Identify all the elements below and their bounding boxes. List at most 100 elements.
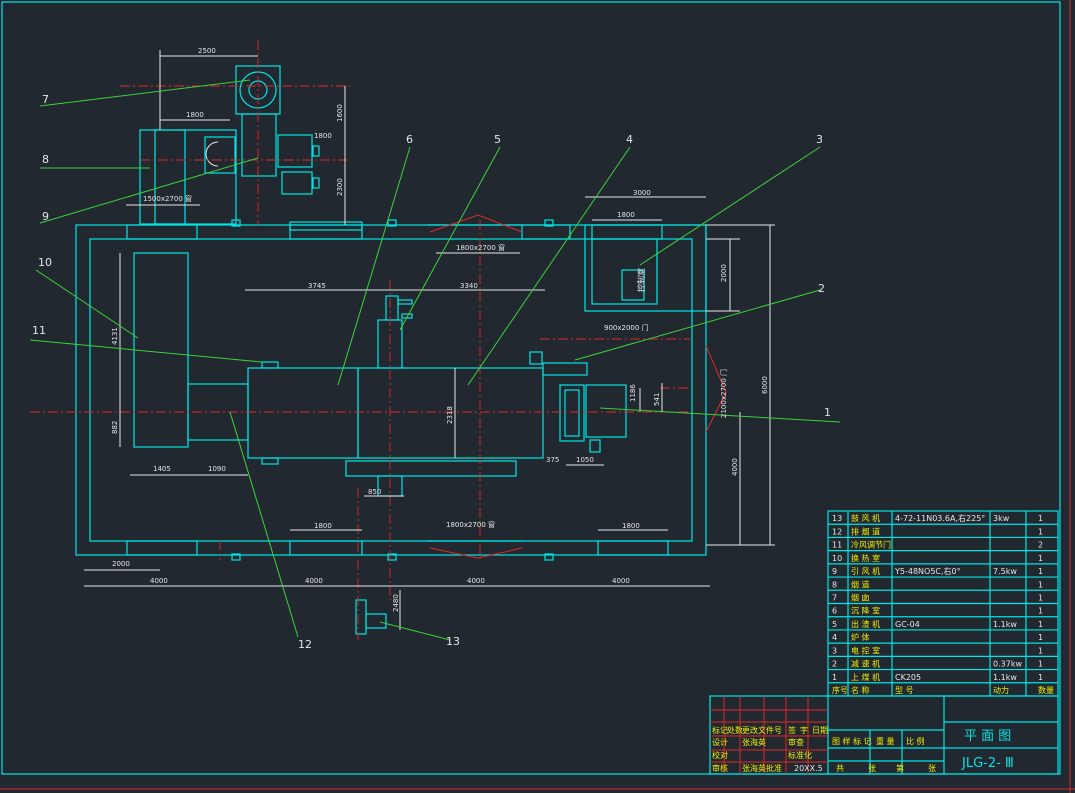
callout-9: 9 [42, 210, 49, 223]
dim-882: 882 [111, 421, 119, 434]
callout-13: 13 [446, 635, 460, 648]
dim-375: 375 [546, 456, 559, 464]
parts-header-name: 名 称 [851, 685, 870, 695]
parts-row-10-qty: 1 [1038, 554, 1043, 563]
parts-row-5-power: 1.1kw [993, 620, 1017, 629]
dim-1800-d: 1800 [314, 522, 332, 530]
dim-1090: 1090 [208, 465, 226, 473]
parts-row-11-qty: 2 [1038, 541, 1043, 550]
tb-r1-2: 更改文件号 [742, 725, 782, 735]
parts-row-11-no: 11 [832, 541, 842, 550]
parts-row-12-no: 12 [832, 527, 842, 536]
parts-row-6-name: 沉 降 室 [851, 606, 880, 616]
dim-1800-a: 1800 [186, 111, 204, 119]
parts-row-5-spec: GC-04 [895, 620, 920, 629]
parts-row-1-qty: 1 [1038, 673, 1043, 682]
tb-r1-3: 签 [788, 725, 796, 735]
tb-r4-2: 批准 [766, 763, 782, 773]
parts-header-no: 序号 [832, 685, 848, 695]
parts-row-3-no: 3 [832, 646, 837, 655]
parts-row-8-name: 烟 道 [851, 579, 870, 589]
leader-lines [29, 79, 841, 641]
dim-3340: 3340 [460, 282, 478, 290]
dim-1405: 1405 [153, 465, 171, 473]
parts-row-9-name: 引 风 机 [851, 566, 880, 576]
parts-row-5-no: 5 [832, 620, 837, 629]
tb-r2-0: 设计 [712, 737, 728, 747]
heat-exchange-room [133, 252, 249, 448]
tb-r3-2: 标准化 [788, 750, 812, 760]
parts-row-13-qty: 1 [1038, 514, 1043, 523]
dim-4000-v: 4000 [731, 458, 739, 476]
tb-r2-1: 张海英 [742, 737, 766, 747]
dim-900x2000: 900x2000 门 [604, 323, 649, 332]
dimension-texts: 2500 1800 1800 1600 2300 1500x2700 窗 180… [111, 47, 769, 612]
tb-r1-4: 字 [800, 725, 808, 735]
tb-sheet-of: 张 [868, 764, 876, 773]
building-walls [75, 214, 727, 561]
tb-sheet-label: 共 [836, 764, 844, 773]
control-room: 控制室 [584, 224, 707, 312]
dim-4131: 4131 [111, 327, 119, 345]
parts-row-2-power: 0.37kw [993, 660, 1022, 669]
parts-row-10-name: 换 热 室 [851, 553, 880, 563]
parts-row-10-no: 10 [832, 554, 842, 563]
parts-row-2-no: 2 [832, 660, 837, 669]
parts-row-1-spec: CK205 [895, 673, 921, 682]
tb-r4-0: 审核 [712, 763, 728, 773]
callout-4: 4 [626, 133, 633, 146]
parts-row-1-power: 1.1kw [993, 673, 1017, 682]
dim-4000-a: 4000 [150, 577, 168, 585]
dimension-lines [84, 50, 775, 630]
dim-3000: 3000 [633, 189, 651, 197]
tb-scale-label: 比 例 [906, 736, 925, 746]
parts-header-spec: 型 号 [895, 686, 914, 695]
tb-sheet-no: 第 [896, 763, 904, 773]
parts-row-3-qty: 1 [1038, 646, 1043, 655]
parts-row-6-no: 6 [832, 607, 837, 616]
dim-2318: 2318 [446, 406, 454, 424]
parts-row-1-no: 1 [832, 673, 837, 682]
dim-1800-e: 1800 [622, 522, 640, 530]
dim-3745: 3745 [308, 282, 326, 290]
dim-1800-b: 1800 [314, 132, 332, 140]
callout-12: 12 [298, 638, 312, 651]
parts-row-9-no: 9 [832, 567, 837, 576]
callout-11: 11 [32, 324, 46, 337]
dim-4000-c: 4000 [467, 577, 485, 585]
parts-header-qty: 数量 [1038, 685, 1054, 695]
dim-1800-c: 1800 [617, 211, 635, 219]
callout-3: 3 [816, 133, 823, 146]
parts-row-12-name: 排 烟 道 [851, 526, 880, 536]
drawing-title: 平 面 图 [964, 729, 1011, 744]
parts-row-12-qty: 1 [1038, 527, 1043, 536]
tb-sheet-unit: 张 [928, 764, 936, 773]
tb-r4-1: 张海英 [742, 763, 766, 773]
callout-5: 5 [494, 133, 501, 146]
dim-1050: 1050 [576, 456, 594, 464]
parts-row-11-name: 冷风调节门 [851, 540, 891, 550]
dim-2000-v: 2000 [720, 264, 728, 282]
tb-r4-3: 20XX.5 [794, 764, 823, 773]
dim-4000-b: 4000 [305, 577, 323, 585]
parts-row-4-no: 4 [832, 633, 837, 642]
furnace-body [247, 295, 627, 635]
tb-mark-label: 图 样 标 记 [832, 736, 872, 746]
parts-row-4-name: 炉 体 [851, 632, 870, 642]
dim-1500x2700: 1500x2700 窗 [143, 194, 192, 203]
dim-1600: 1600 [336, 104, 344, 122]
parts-row-6-qty: 1 [1038, 607, 1043, 616]
tb-r1-0: 标记 [712, 725, 728, 735]
parts-row-8-qty: 1 [1038, 580, 1043, 589]
dim-2480: 2480 [392, 594, 400, 612]
parts-row-13-power: 3kw [993, 514, 1010, 523]
tb-r2-2: 审查 [788, 737, 804, 747]
dim-1800x2700-bot: 1800x2700 窗 [446, 520, 495, 529]
callout-7: 7 [42, 93, 49, 106]
dim-4000-d: 4000 [612, 577, 630, 585]
parts-row-9-qty: 1 [1038, 567, 1043, 576]
parts-row-2-name: 减 速 机 [851, 659, 880, 669]
dim-6000: 6000 [761, 376, 769, 394]
dim-1186: 1186 [629, 384, 637, 402]
dim-2000: 2000 [112, 560, 130, 568]
